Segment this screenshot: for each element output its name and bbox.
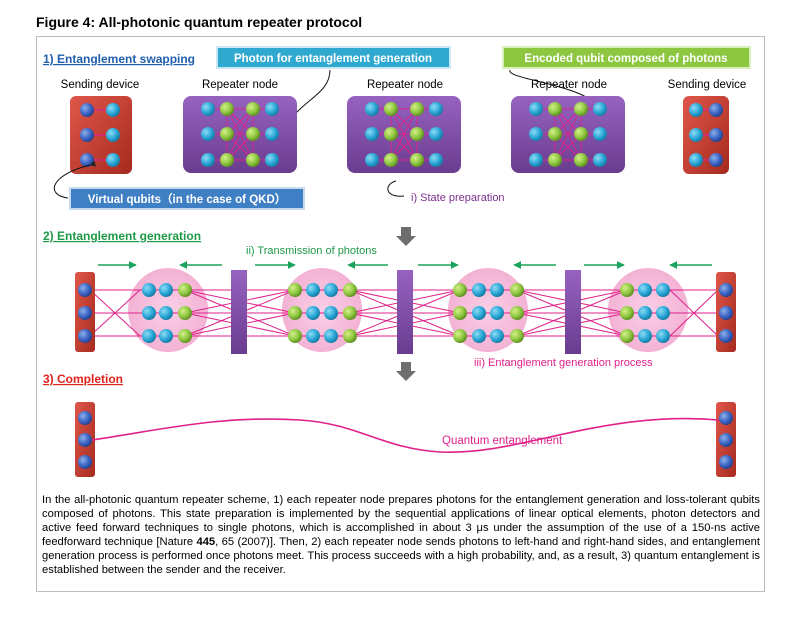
- photon-group-4: [620, 283, 670, 343]
- figure-caption: In the all-photonic quantum repeater sch…: [42, 493, 760, 577]
- section-3-title: 3) Completion: [43, 372, 123, 386]
- generation-process-label: iii) Entanglement generation process: [474, 357, 653, 369]
- photon-callout-box: [216, 46, 451, 69]
- virtual-callout-label: Virtual qubits（in the case of QKD）: [88, 192, 287, 206]
- sending-device-left-label: Sending device: [61, 79, 140, 91]
- section-1-title: 1) Entanglement swapping: [43, 52, 195, 66]
- repeater-bar-1: [231, 270, 247, 354]
- figure-frame: [36, 36, 765, 592]
- virtual-callout-pointer: [53, 160, 96, 199]
- receiver-stack-final: [716, 402, 736, 477]
- repeater-node-1-label: Repeater node: [202, 79, 278, 91]
- state-prep-label: i) State preparation: [411, 192, 505, 204]
- repeater-node-3: [511, 96, 625, 173]
- section-2-title: 2) Entanglement generation: [43, 229, 201, 243]
- receiver-stack-gen: [716, 272, 736, 352]
- transmission-label: ii) Transmission of photons: [246, 245, 377, 257]
- sending-device-right-label: Sending device: [668, 79, 747, 91]
- repeater-node-1: [183, 96, 297, 173]
- repeater-node-2: [347, 96, 461, 173]
- caption-part-1: In the all-photonic quantum repeater sch…: [42, 494, 760, 548]
- down-arrow-1: [396, 227, 416, 246]
- caption-part-2: , 65 (2007)]. Then, 2) each repeater nod…: [42, 536, 760, 576]
- repeater-bar-3: [565, 270, 581, 354]
- sender-stack-final: [75, 402, 95, 477]
- photon-group-3: [453, 283, 524, 343]
- caption-volume: 445: [196, 536, 216, 548]
- figure-title: Figure 4: All-photonic quantum repeater …: [36, 14, 363, 30]
- sending-device-left: [70, 96, 132, 174]
- photon-group-2: [288, 283, 357, 343]
- quantum-entanglement-line: [91, 417, 720, 454]
- photon-group-1: [142, 283, 192, 343]
- sender-stack-gen: [75, 272, 95, 352]
- down-arrow-2: [396, 362, 416, 381]
- repeater-node-3-label: Repeater node: [531, 79, 607, 91]
- encoded-callout-label: Encoded qubit composed of photons: [524, 53, 727, 65]
- state-prep-pointer: [387, 180, 405, 197]
- repeater-bar-2: [397, 270, 413, 354]
- repeater-node-2-label: Repeater node: [367, 79, 443, 91]
- sending-device-right: [683, 96, 729, 174]
- virtual-callout-box: [69, 187, 305, 210]
- photon-callout-label: Photon for entanglement generation: [234, 53, 432, 65]
- encoded-callout-box: [502, 46, 751, 69]
- quantum-entanglement-label: Quantum entanglement: [442, 435, 563, 447]
